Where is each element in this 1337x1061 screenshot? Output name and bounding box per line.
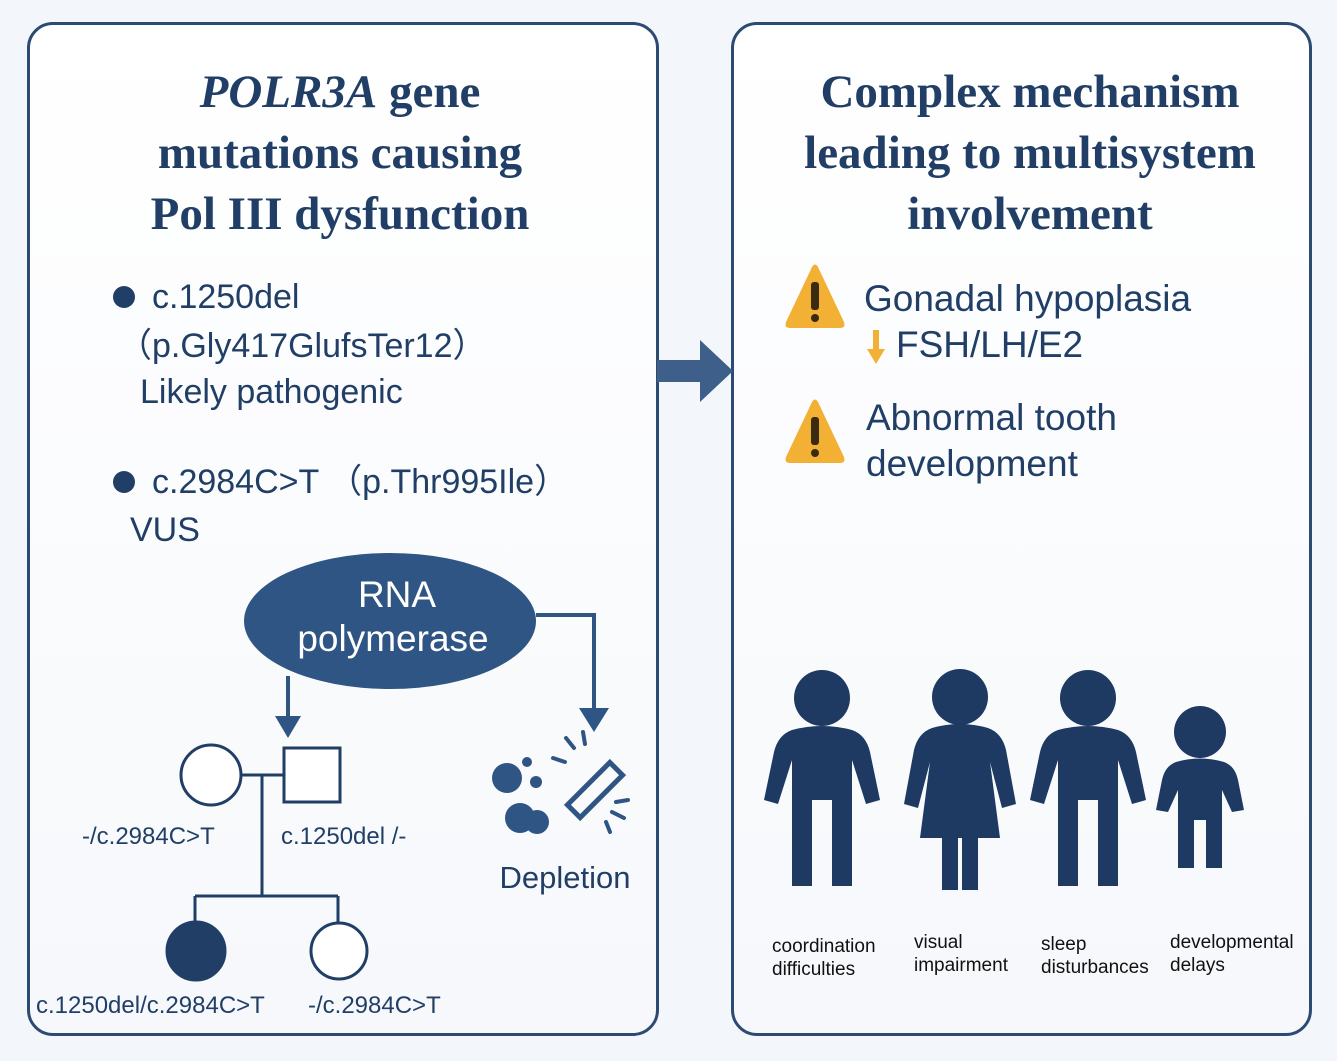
pedigree-chart [165, 743, 369, 982]
title-line1: Complex mechanism [820, 66, 1240, 118]
affected-genotype: c.1250del/c.2984C>T [36, 992, 265, 1019]
arrow-down-icon [867, 330, 885, 364]
symptom-2-line2: development [866, 443, 1078, 484]
warning-icon [785, 264, 845, 328]
symptom-1-detail: FSH/LH/E2 [896, 324, 1084, 365]
sibling-genotype: -/c.2984C>T [308, 992, 441, 1019]
rna-label-line2: polymerase [297, 618, 488, 659]
mother-genotype: -/c.2984C>T [82, 823, 215, 850]
person-icon [1030, 670, 1146, 886]
person-icon [904, 669, 1016, 890]
person-icon [1156, 706, 1244, 868]
father-symbol [282, 746, 342, 804]
variant-1-classification: Likely pathogenic [140, 373, 403, 411]
symptom-1-title: Gonadal hypoplasia [864, 278, 1192, 319]
variant-1-protein: （p.Gly417GlufsTer12） [118, 327, 487, 365]
variant-2-classification: VUS [130, 511, 200, 549]
arrow-down-right-icon [579, 708, 609, 732]
title-line1-rest: gene [377, 66, 481, 118]
left-panel [27, 22, 659, 1036]
rna-polymerase-node: RNA polymerase [244, 553, 536, 689]
bullet-dot-2 [113, 471, 135, 493]
bullet-dot-1 [113, 286, 135, 308]
title-line3: Pol III dysfunction [150, 188, 530, 240]
father-genotype: c.1250del /- [281, 823, 407, 850]
right-panel-title: Complex mechanism leading to multisystem… [750, 62, 1310, 245]
arrow-down-left-icon [275, 716, 301, 738]
rna-label-line1: RNA [358, 574, 436, 615]
depletion-icon [492, 730, 630, 834]
title-line2: leading to multisystem [804, 127, 1256, 179]
title-line3: involvement [907, 188, 1153, 240]
affected-child-symbol [165, 920, 227, 982]
arrow-right-icon [657, 340, 733, 402]
variant-2-name: c.2984C>T （p.Thr995Ile） [152, 463, 569, 501]
depletion-label: Depletion [500, 860, 631, 895]
gene-name: POLR3A [199, 66, 378, 118]
variant-1-name: c.1250del [152, 278, 300, 316]
symptom-2-line1: Abnormal tooth [866, 397, 1117, 438]
warning-icon [785, 399, 845, 463]
sibling-symbol [309, 921, 369, 981]
left-panel-title: POLR3A gene mutations causing Pol III dy… [60, 62, 620, 245]
title-line2: mutations causing [157, 127, 523, 179]
person-icon [764, 670, 880, 886]
connector-arrows [286, 613, 596, 722]
